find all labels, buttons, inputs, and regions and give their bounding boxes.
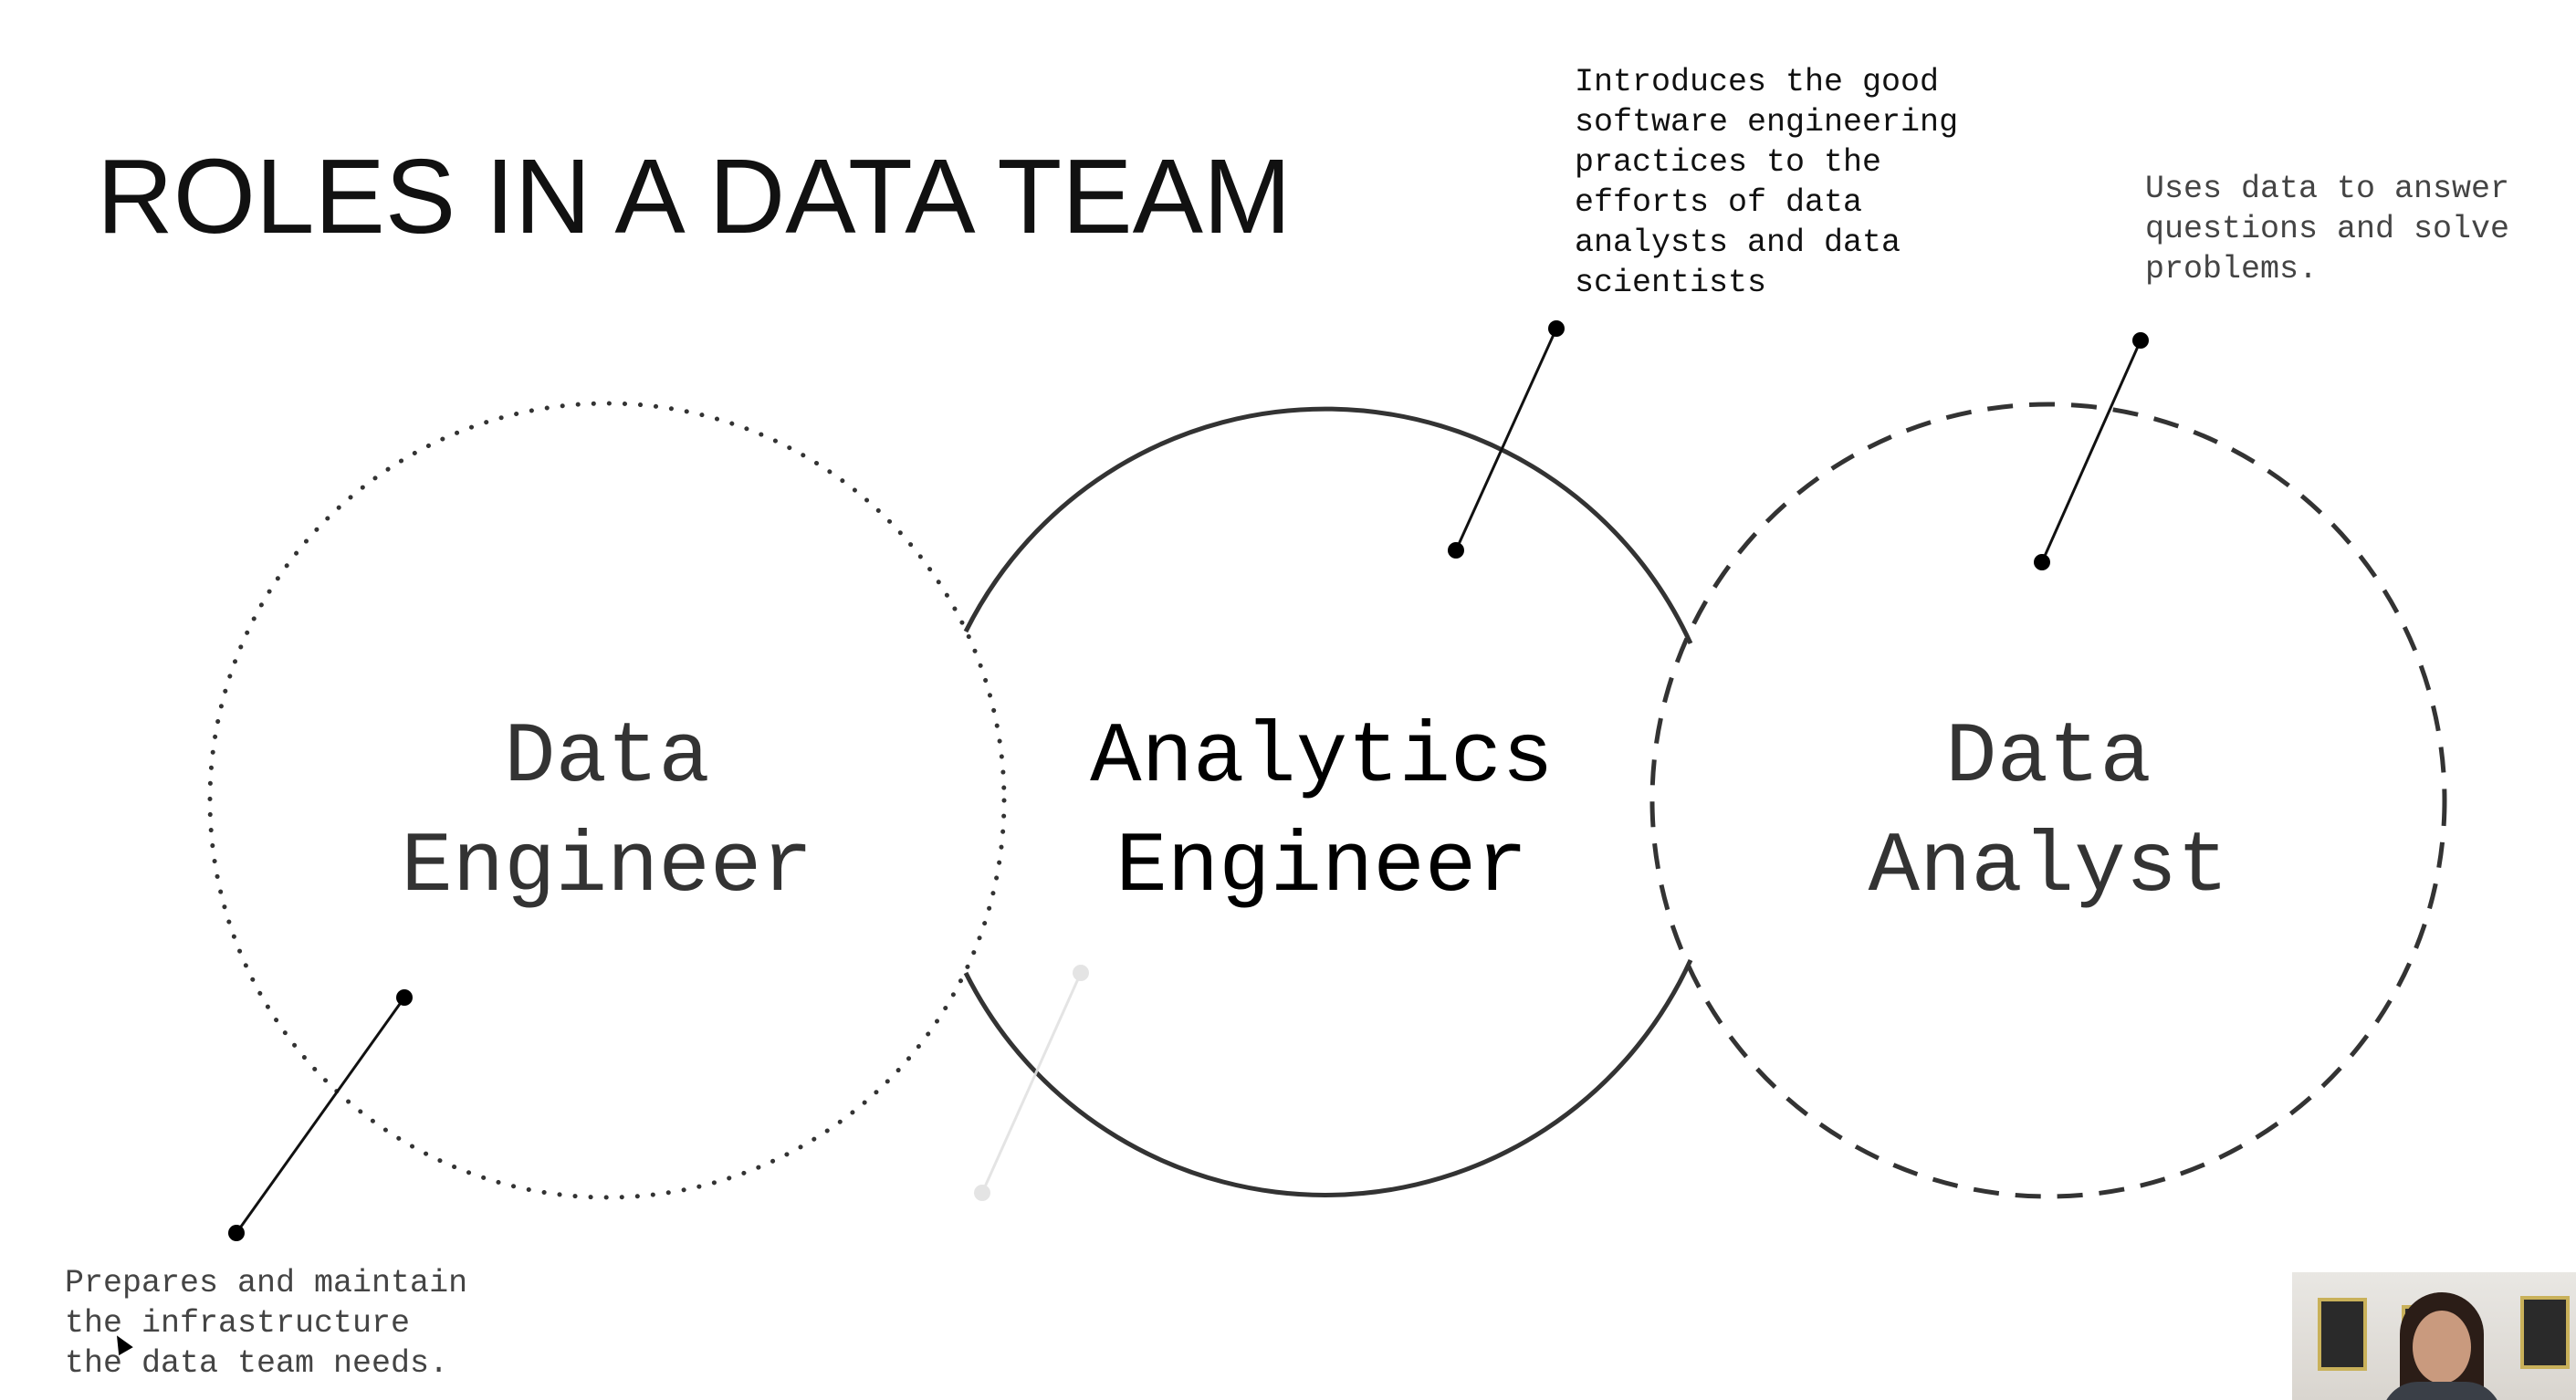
faded-callout — [974, 965, 1089, 1201]
presenter-body — [2382, 1382, 2502, 1400]
analytics-engineer-circle — [963, 406, 1693, 1197]
data-engineer-callout — [228, 989, 413, 1241]
data-analyst-circle — [1649, 402, 2447, 1199]
analytics-engineer-label-line1: Analytics — [1090, 710, 1554, 807]
webcam-thumbnail — [2292, 1272, 2576, 1400]
callout-dot-icon — [1073, 965, 1089, 981]
wall-poster-image — [2520, 1296, 2570, 1369]
analytics-engineer-callout — [1448, 320, 1565, 559]
data-analyst-description: Uses data to answer questions and solve … — [2145, 171, 2510, 287]
data-engineer-label-line2: Engineer — [401, 820, 812, 916]
callout-dot-icon — [396, 989, 413, 1006]
data-analyst-callout — [2034, 332, 2149, 570]
callout-dot-icon — [228, 1225, 245, 1241]
analytics-engineer-label-line2: Engineer — [1115, 820, 1527, 916]
data-engineer-circle — [207, 401, 1007, 1200]
slide-title: ROLES IN A DATA TEAM — [97, 137, 1292, 256]
callout-dot-icon — [1548, 320, 1565, 337]
data-engineer-label-line1: Data — [504, 710, 710, 807]
callout-dot-icon — [2034, 554, 2050, 570]
callout-dot-icon — [1448, 542, 1464, 559]
wall-poster-image — [2318, 1298, 2367, 1371]
data-engineer-description: Prepares and maintain the infrastructure… — [65, 1265, 468, 1382]
presenter-face — [2413, 1311, 2471, 1384]
callout-dot-icon — [974, 1185, 990, 1201]
analytics-engineer-description: Introduces the good software engineering… — [1575, 64, 1959, 301]
data-analyst-label-line1: Data — [1945, 710, 2152, 807]
data-analyst-label-line2: Analyst — [1869, 820, 2229, 916]
callout-dot-icon — [2132, 332, 2149, 349]
